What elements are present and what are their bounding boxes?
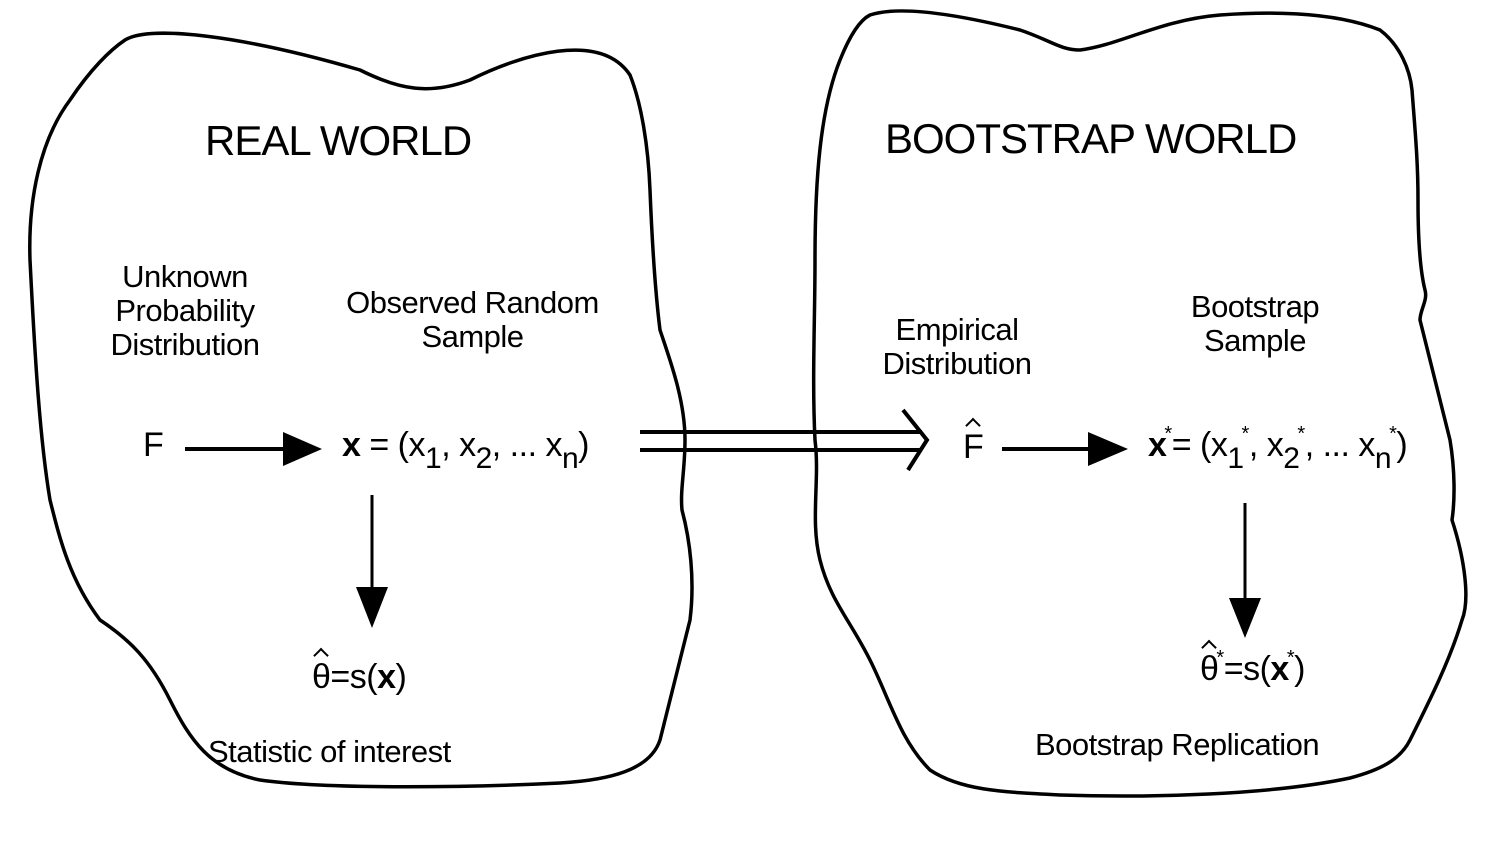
star-superscript: * [1216, 647, 1224, 669]
real-stat-arrowhead [356, 587, 388, 628]
subscript: n [1374, 442, 1392, 475]
sample-vector-symbol: x [342, 426, 361, 464]
bootstrap-replication-caption: Bootstrap Replication [1035, 727, 1320, 762]
close-paren: ) [1396, 426, 1408, 464]
stat-function: =s( [1223, 650, 1271, 688]
label-line: Sample [1203, 323, 1307, 358]
boot-sample-arrowhead [1088, 432, 1128, 466]
star-superscript: * [1164, 423, 1172, 445]
boot-stat-arrowhead [1229, 598, 1261, 638]
equals-sign: = ( [1171, 426, 1212, 464]
real-world-title: REAL WORLD [205, 117, 472, 164]
theta-hat-symbol: θ [312, 658, 331, 696]
label-line: Distribution [882, 346, 1032, 381]
bootstrap-sample-label: Bootstrap Sample [1160, 290, 1350, 358]
empirical-distribution-symbol: F [963, 428, 984, 466]
f-hat-symbol: F [963, 428, 984, 466]
statistic-caption: Statistic of interest [208, 734, 451, 769]
subscript: 1 [425, 442, 442, 475]
label-line: Observed Random [346, 285, 599, 320]
bootstrap-world-title: BOOTSTRAP WORLD [885, 115, 1297, 162]
subscript: 1 [1227, 442, 1244, 475]
label-line: Sample [421, 319, 524, 354]
label-line: Unknown [122, 259, 248, 294]
real-distribution-symbol: F [143, 426, 164, 464]
real-sample-equation: x = (x1, x2, ... xn) [342, 426, 589, 474]
star-superscript: * [1241, 423, 1250, 445]
subscript: n [561, 442, 579, 475]
label-line: Probability [115, 293, 255, 328]
subscript: 2 [1283, 442, 1300, 475]
subscript: 2 [475, 442, 493, 475]
unknown-distribution-label: Unknown Probability Distribution [85, 260, 285, 362]
element-x: , x [1248, 426, 1284, 464]
label-line: Bootstrap [1190, 289, 1320, 324]
element-x: , ... x [1304, 426, 1376, 464]
element-x: , ... x [491, 426, 563, 464]
element-x: x [1210, 426, 1228, 464]
empirical-distribution-label: Empirical Distribution [862, 313, 1052, 381]
star-superscript: * [1286, 647, 1295, 669]
sample-vector-symbol: x [1148, 426, 1167, 464]
close-paren: ) [1294, 650, 1305, 688]
label-line: Empirical [895, 312, 1019, 347]
stat-function: =s( [330, 658, 378, 696]
star-superscript: * [1297, 423, 1305, 445]
stat-argument: x [1270, 650, 1289, 688]
element-x: , x [441, 426, 476, 464]
theta-hat-symbol: θ [1200, 650, 1219, 688]
real-statistic-equation: θ=s(x) [312, 658, 407, 696]
star-superscript: * [1389, 423, 1397, 445]
close-paren: ) [395, 658, 407, 696]
observed-sample-label: Observed Random Sample [315, 286, 630, 354]
bootstrap-replication-equation: θ*=s(x*) [1200, 648, 1305, 688]
close-paren: ) [578, 426, 589, 464]
bootstrap-sample-equation: x*= (x1*, x2*, ... xn*) [1148, 424, 1408, 474]
element-x: x [408, 426, 426, 464]
equals-sign: = ( [360, 426, 409, 464]
plugin-arrowhead [901, 408, 930, 472]
real-world-outline [28, 31, 694, 789]
stat-argument: x [377, 658, 396, 696]
bootstrap-world-outline [811, 9, 1468, 798]
real-sample-arrowhead [283, 432, 322, 466]
label-line: Distribution [110, 327, 260, 362]
